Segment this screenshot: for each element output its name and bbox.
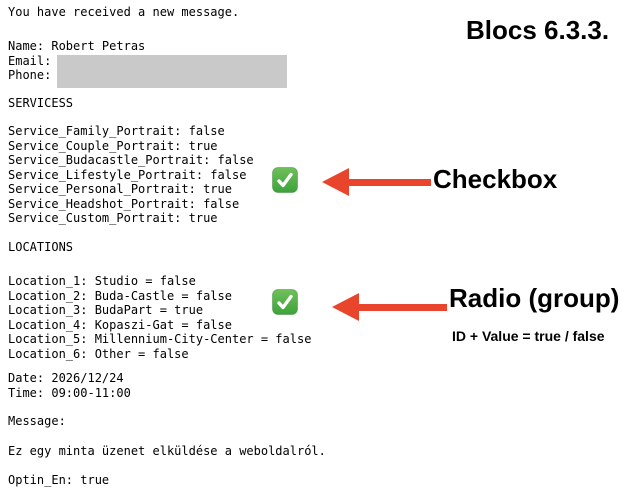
- radio-annotation-sublabel: ID + Value = true / false: [452, 328, 605, 344]
- intro-line: You have received a new message.: [8, 5, 240, 19]
- check-emoji-icon: [272, 167, 298, 193]
- message-label: Message:: [8, 414, 66, 428]
- checkbox-arrow-shaft: [345, 178, 431, 186]
- locations-heading: LOCATIONS: [8, 240, 74, 254]
- checkbox-arrow-head-icon: [322, 168, 349, 196]
- contact-lines: Name: Robert Petras Email: Phone:: [8, 39, 146, 83]
- services-heading: SERVICESS: [8, 96, 74, 110]
- radio-arrow-shaft: [355, 303, 447, 311]
- service-lines: Service_Family_Portrait: false Service_C…: [8, 124, 254, 226]
- radio-annotation-label: Radio (group): [449, 283, 620, 313]
- check-emoji-icon: [272, 289, 298, 315]
- radio-arrow-head-icon: [332, 293, 359, 321]
- message-body: Ez egy minta üzenet elküldése a weboldal…: [8, 444, 326, 458]
- schedule-lines: Date: 2026/12/24 Time: 09:00-11:00: [8, 371, 131, 400]
- checkbox-annotation-label: Checkbox: [433, 164, 558, 194]
- redaction-box: [57, 55, 287, 88]
- version-title: Blocs 6.3.3.: [466, 15, 610, 45]
- optin-line: Optin_En: true: [8, 473, 110, 487]
- location-lines: Location_1: Studio = false Location_2: B…: [8, 274, 312, 361]
